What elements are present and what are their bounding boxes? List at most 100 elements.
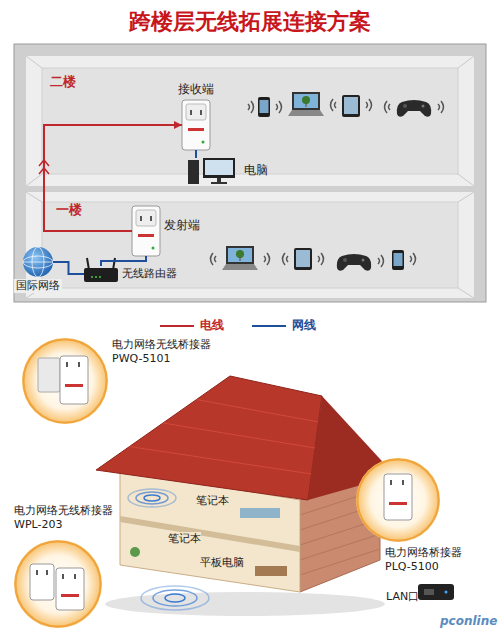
transmitter-plug-icon: [132, 206, 160, 256]
device-icons: [397, 100, 431, 117]
transmitter-plug-icon: [138, 234, 154, 237]
router-icon: [91, 276, 93, 278]
lan-device-icon: [445, 591, 448, 594]
globe-icon: [23, 247, 53, 277]
building-frame: [458, 192, 474, 202]
device-icons: [410, 253, 416, 265]
device-label: 无线路由器: [122, 267, 177, 281]
callout-ring: [16, 542, 101, 627]
callout-glow: [14, 540, 102, 628]
legend-text: 电线: [200, 318, 224, 333]
receiver-plug-icon: [202, 141, 205, 144]
building-frame: [26, 192, 42, 202]
computer-icon: [203, 158, 235, 178]
house-illustration: [141, 586, 209, 610]
globe-icon: [23, 247, 53, 277]
legend-samples: [252, 325, 286, 327]
product-callout: 电力网络无线桥接器 PWQ-5101: [22, 338, 108, 424]
product-plug-icons: [61, 594, 79, 597]
house-illustration: [136, 492, 168, 504]
device-icons: [337, 254, 371, 271]
watermark: pconline: [440, 614, 497, 629]
room-label: 笔记本: [196, 494, 229, 508]
network-cable: [101, 256, 146, 266]
floor-label: 二楼: [50, 74, 76, 90]
wireless-router: 无线路由器: [84, 266, 118, 282]
product-plug-icons: [390, 480, 392, 485]
receiver-plug-icon: [200, 110, 202, 115]
computer-icon: [188, 158, 235, 184]
device-icons: [248, 101, 254, 113]
house-illustration: [96, 376, 322, 500]
product-plug-icons: [60, 356, 88, 404]
product-plug-icons: [36, 570, 38, 575]
device-label: 发射端: [164, 218, 200, 233]
globe-icon: [23, 256, 53, 268]
device-icons: [258, 97, 270, 117]
product-plug-icons: [402, 480, 404, 485]
device-icons: [378, 255, 384, 267]
house-illustration: [240, 508, 280, 518]
product-plug-icons: [65, 384, 83, 387]
floor-band: 二楼接收端电脑: [26, 56, 474, 186]
product-callout: 电力网络桥接器 PLQ-5100: [356, 458, 440, 542]
house-illustration: [197, 400, 319, 423]
product-plug-icons: [62, 574, 64, 579]
building-frame: [42, 68, 458, 174]
power-line: [44, 125, 182, 231]
product-plug-icons: [30, 564, 54, 600]
device-icons: [438, 101, 444, 113]
device-icons: [392, 250, 404, 270]
globe-icon: [23, 262, 53, 263]
router-icon: [84, 268, 118, 282]
building-frame: [26, 56, 42, 68]
callout-ring: [22, 338, 108, 424]
computer: 电脑: [188, 158, 240, 184]
device-icons: [211, 92, 444, 271]
building-frame: [14, 44, 486, 302]
transmitter-plug-icon: [132, 206, 160, 256]
building-frame: [26, 56, 474, 186]
computer-icon: [211, 182, 227, 184]
device-icons: [342, 95, 360, 117]
building-frame: [14, 44, 486, 302]
building-frame: [458, 288, 474, 298]
product-label: 电力网络桥接器 PLQ-5100: [385, 546, 467, 574]
transmitter-plug: 发射端: [132, 206, 160, 256]
building-frame: [458, 56, 474, 68]
house-illustration: [130, 447, 312, 475]
device-icons: [283, 253, 289, 265]
room-label: 笔记本: [168, 532, 201, 546]
transmitter-plug-icon: [136, 210, 156, 226]
house-illustration: [165, 594, 185, 602]
product-plug-icons: [78, 362, 80, 367]
receiver-plug-icon: [182, 100, 210, 150]
transmitter-plug-icon: [140, 216, 142, 221]
transmitter-plug-icon: [150, 216, 152, 221]
house-illustration: [105, 592, 385, 616]
room-label: LAN口: [386, 590, 419, 604]
house-illustration: [153, 590, 197, 606]
device-icons: [211, 253, 217, 265]
callout-ring: [358, 460, 439, 541]
device-label: 接收端: [168, 82, 224, 97]
transmitter-plug-icon: [152, 247, 155, 250]
lan-device-icon: [418, 584, 454, 600]
callout-glow: [14, 338, 440, 628]
device-icons: [366, 99, 372, 111]
device-icons: [385, 101, 391, 113]
device-icons: [318, 253, 324, 265]
lan-device-icon: [418, 584, 454, 600]
product-plug-icons: [389, 502, 407, 505]
lan-device-icon: [424, 589, 434, 595]
product-plug-icons: [74, 574, 76, 579]
house-illustration: [120, 516, 300, 552]
product-callout: 电力网络无线桥接器 WPL-203: [14, 540, 102, 628]
building-frame: [26, 192, 474, 298]
device-icons: [276, 101, 282, 113]
room-label: 平板电脑: [200, 556, 244, 570]
device-label: 国际网络: [14, 279, 62, 293]
receiver-plug-icon: [190, 110, 192, 115]
